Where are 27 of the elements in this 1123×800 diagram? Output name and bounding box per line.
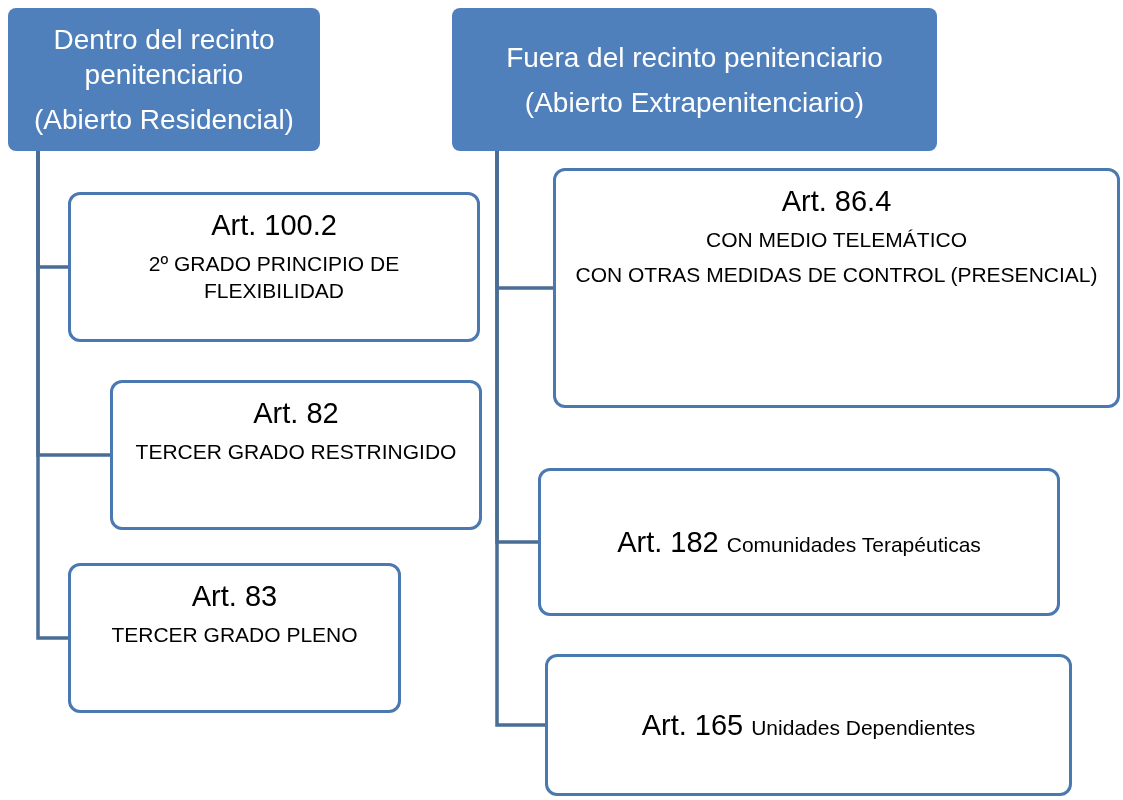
article-description: Comunidades Terapéuticas bbox=[726, 531, 981, 558]
article-box bbox=[538, 468, 1060, 616]
article-box bbox=[110, 380, 482, 530]
header-subtitle: (Abierto Extrapenitenciario) bbox=[524, 85, 865, 120]
connector-line bbox=[36, 151, 68, 640]
article-number: Art. 165 bbox=[641, 708, 744, 742]
header-title: Dentro del recinto penitenciario bbox=[52, 23, 276, 92]
article-number: Art. 83 bbox=[191, 580, 278, 613]
article-description: Unidades Dependientes bbox=[751, 714, 976, 741]
header-subtitle: (Abierto Residencial) bbox=[34, 103, 294, 137]
article-box bbox=[545, 654, 1072, 796]
article-number: Art. 86.4 bbox=[781, 185, 892, 218]
article-number: Art. 182 bbox=[617, 525, 719, 559]
article-box bbox=[553, 168, 1120, 408]
article-description: TERCER GRADO RESTRINGIDO bbox=[135, 439, 457, 465]
article-description: CON OTRAS MEDIDAS DE CONTROL (PRESENCIAL) bbox=[575, 262, 1098, 289]
article-description: CON MEDIO TELEMÁTICO bbox=[706, 227, 967, 253]
article-box bbox=[68, 563, 401, 713]
category-header-box bbox=[8, 8, 320, 151]
article-box bbox=[68, 192, 480, 342]
category-header-box bbox=[452, 8, 937, 151]
connector-line bbox=[495, 151, 545, 727]
article-number: Art. 100.2 bbox=[211, 209, 337, 242]
article-description: TERCER GRADO PLENO bbox=[111, 622, 358, 648]
article-description: 2º GRADO PRINCIPIO DE FLEXIBILIDAD bbox=[147, 251, 401, 305]
article-number: Art. 82 bbox=[253, 397, 339, 430]
header-title: Fuera del recinto penitenciario bbox=[506, 40, 883, 75]
